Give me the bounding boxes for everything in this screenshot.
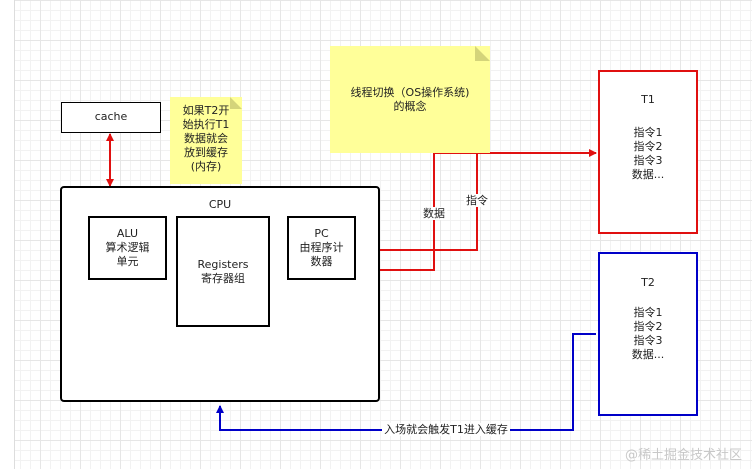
- alu-label-3: 单元: [116, 255, 139, 268]
- t1-box: [598, 70, 698, 234]
- note-left-line-5: (内存): [190, 160, 222, 173]
- note-top-fold: [475, 46, 490, 61]
- instruction-label: 指令: [462, 194, 492, 208]
- trigger-connector: [216, 333, 596, 431]
- registers-box: [176, 216, 270, 327]
- t2-line-4: 数据...: [631, 348, 665, 361]
- t2-line-3: 指令3: [633, 334, 663, 347]
- cpu-title: CPU: [208, 198, 232, 211]
- alu-box: [88, 216, 167, 280]
- t2-line-1: 指令1: [633, 306, 663, 319]
- alu-label-1: ALU: [116, 227, 139, 240]
- t1-title: T1: [641, 93, 655, 106]
- t2-box: [598, 252, 698, 416]
- watermark: @稀土掘金技术社区: [624, 448, 742, 463]
- t1-line-4: 数据...: [631, 168, 665, 181]
- note-left-fold: [230, 97, 242, 109]
- trigger-label: 入场就会触发T1进入缓存: [376, 423, 516, 437]
- note-left-line-3: 数据就会: [184, 132, 228, 145]
- note-top: [330, 46, 490, 153]
- note-left-line-4: 放到缓存: [184, 146, 228, 159]
- instruction-label-text: 指令: [464, 194, 490, 207]
- cache-label: cache: [94, 110, 128, 123]
- trigger-label-text: 入场就会触发T1进入缓存: [382, 423, 510, 436]
- pc-label-2: 由程序计: [299, 241, 344, 254]
- data-label-text: 数据: [421, 207, 447, 220]
- registers-label-2: 寄存器组: [201, 272, 245, 285]
- note-top-line-2: 的概念: [393, 100, 427, 113]
- alu-label-2: 算术逻辑: [105, 241, 150, 254]
- data-label: 数据: [419, 207, 449, 221]
- note-left-line-2: 始执行T1: [182, 118, 230, 131]
- note-left-line-1: 如果T2开: [182, 104, 230, 117]
- pc-label-1: PC: [314, 227, 329, 240]
- note-left: [170, 97, 242, 184]
- t1-line-3: 指令3: [633, 154, 663, 167]
- canvas-left-edge: [0, 0, 15, 469]
- registers-label-1: Registers: [197, 258, 249, 271]
- t2-title: T2: [641, 276, 655, 289]
- pc-box: [287, 216, 356, 280]
- note-top-line-1: 线程切换（OS操作系统): [350, 86, 470, 99]
- t1-line-2: 指令2: [633, 140, 663, 153]
- instruction-connector: [363, 153, 478, 254]
- t1-line-1: 指令1: [633, 126, 663, 139]
- cache-box: [61, 102, 161, 133]
- pc-label-3: 数器: [310, 255, 333, 268]
- t2-line-2: 指令2: [633, 320, 663, 333]
